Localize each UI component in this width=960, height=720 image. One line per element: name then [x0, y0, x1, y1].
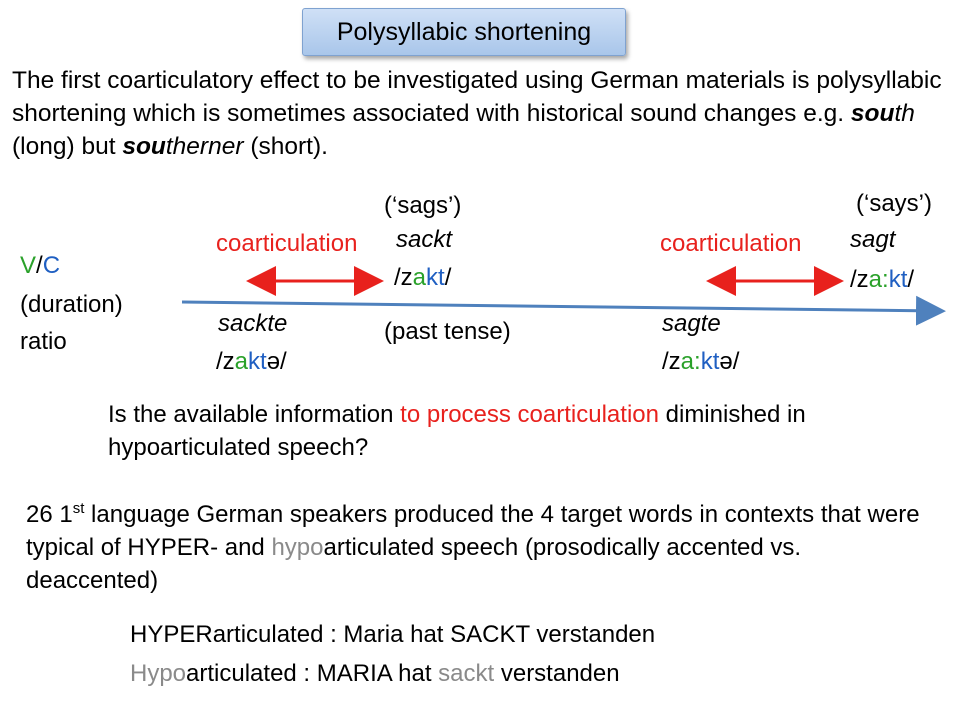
word-sagt: sagt	[850, 226, 896, 253]
gloss-sags: (‘sags’)	[384, 192, 462, 219]
example-hypo: Hypoarticulated : MARIA hat sackt versta…	[130, 660, 620, 687]
slide-title: Polysyllabic shortening	[302, 8, 626, 56]
axis-label-vc: V/C	[20, 252, 61, 279]
gloss-says: (‘says’)	[856, 190, 932, 217]
word-sackte: sackte	[218, 310, 288, 337]
question-text: Is the available information to process …	[108, 401, 806, 461]
word-south: south	[850, 100, 915, 127]
ipa-sackte: /zaktə/	[216, 348, 287, 375]
speakers-text: 26 1st language German speakers produced…	[26, 500, 920, 594]
ipa-sagt: /za:kt/	[850, 266, 915, 293]
intro-paragraph: The first coarticulatory effect to be in…	[12, 67, 942, 160]
past-tense-label: (past tense)	[384, 318, 511, 345]
word-sackt: sackt	[396, 226, 453, 253]
word-sagte: sagte	[662, 310, 721, 337]
coarticulation-label-right: coarticulation	[660, 230, 802, 257]
axis-label-ratio: ratio	[20, 328, 67, 355]
ipa-sackt: /zakt/	[394, 264, 452, 291]
duration-axis-line	[181, 295, 946, 326]
ipa-sagte: /za:ktə/	[662, 348, 740, 375]
word-southerner: southerner	[122, 133, 244, 160]
example-hyper: HYPERarticulated : Maria hat SACKT verst…	[130, 621, 656, 648]
axis-label-duration: (duration)	[20, 291, 123, 318]
coarticulation-label-left: coarticulation	[216, 230, 358, 257]
